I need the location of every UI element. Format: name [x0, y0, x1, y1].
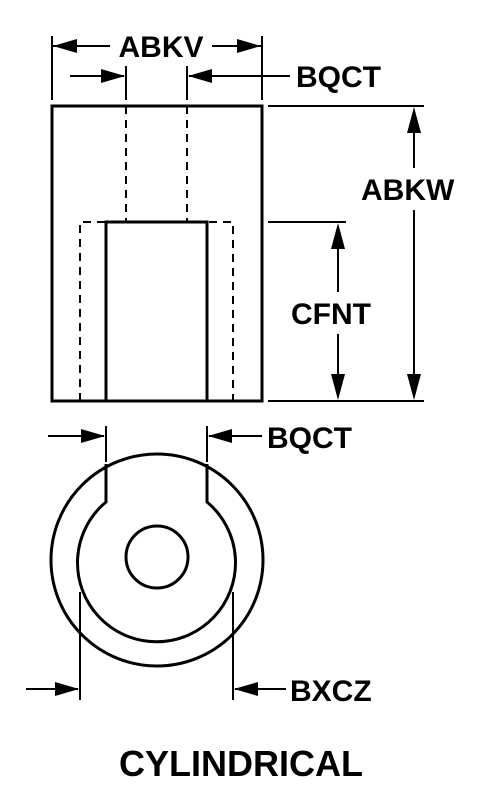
dimension-bore-depth: CFNT	[268, 221, 386, 400]
arrow-head	[234, 682, 258, 696]
arrow-head	[237, 39, 261, 53]
end-view-center-hole	[124, 524, 190, 590]
end-view	[49, 452, 265, 668]
arrow-head	[81, 429, 105, 443]
arrow-head	[407, 107, 421, 133]
arrow-head	[53, 39, 77, 53]
label-wall-top: BQCT	[296, 61, 381, 94]
end-view-inner-profile	[76, 464, 237, 644]
dimension-outer-width: ABKV	[51, 31, 263, 100]
label-bore-depth: CFNT	[291, 298, 371, 331]
dimension-wall-bottom: BQCT	[48, 422, 352, 462]
side-view-outline	[50, 104, 264, 403]
arrow-head	[188, 69, 212, 83]
label-wall-bottom: BQCT	[267, 422, 352, 455]
side-view	[50, 104, 264, 403]
label-overall-height: ABKW	[361, 174, 455, 207]
dimension-wall-top: BQCT	[70, 61, 381, 100]
label-flat-width: BXCZ	[290, 675, 372, 708]
dimension-overall-height: ABKW	[268, 105, 466, 402]
drawing-caption: CYLINDRICAL	[119, 743, 363, 784]
end-view-outer-circle	[49, 452, 265, 668]
arrow-head	[55, 682, 79, 696]
dimension-flat-width: BXCZ	[26, 592, 372, 708]
arrow-head	[331, 223, 345, 249]
hidden-counterbore	[79, 221, 234, 401]
arrow-head	[208, 429, 232, 443]
counterbore-outline	[104, 220, 209, 401]
arrow-head	[101, 69, 125, 83]
label-outer-width: ABKV	[118, 31, 203, 64]
arrow-head	[331, 374, 345, 400]
arrow-head	[407, 374, 421, 400]
